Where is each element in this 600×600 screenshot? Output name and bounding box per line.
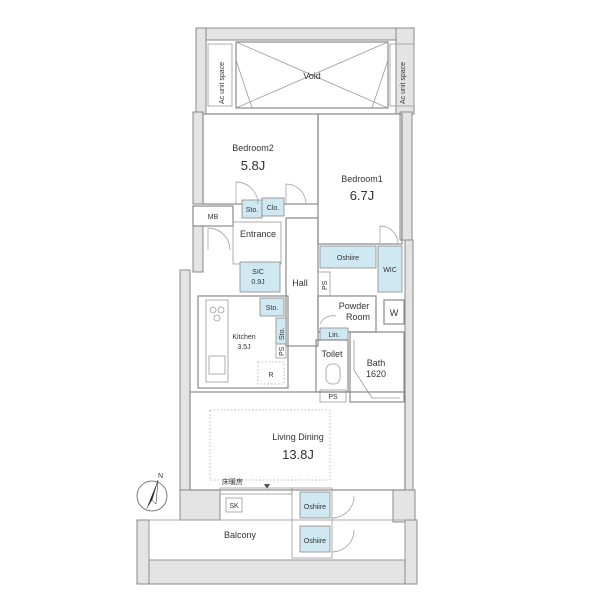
ps-bath-label: PS: [328, 394, 338, 401]
ps-hall: PS: [317, 271, 331, 297]
bedroom1-name: Bedroom1: [341, 174, 383, 184]
ac-unit-left: Ac unit space: [207, 43, 233, 107]
powder-line1: Powder: [339, 301, 370, 311]
sto-kitchen: Sto.: [259, 297, 285, 317]
sto-bedroom2-label: Sto.: [246, 207, 259, 214]
powder-line2: Room: [346, 312, 370, 322]
living-size: 13.8J: [282, 447, 314, 462]
outer-walls: [136, 27, 418, 585]
bath: Bath 1620: [349, 331, 405, 403]
powder-room: Powder Room: [317, 295, 377, 333]
refrigerator: R: [257, 361, 285, 385]
balcony: Balcony: [148, 519, 406, 561]
oshiire-top-label: Oshiire: [337, 255, 359, 262]
entry-arrow-icon: [264, 484, 270, 489]
washer: W: [383, 299, 405, 325]
bedroom2-size: 5.8J: [241, 158, 266, 173]
balcony-label: Balcony: [224, 530, 257, 540]
ac-left-label: Ac unit space: [219, 62, 226, 104]
toilet-label: Toilet: [321, 349, 343, 359]
compass-icon: N: [136, 473, 168, 512]
ac-right-label: Ac unit space: [400, 62, 407, 104]
ps-kitchen-label: PS: [279, 346, 286, 356]
mb-box: MB: [192, 205, 234, 227]
entrance: Entrance: [207, 221, 282, 265]
bath-size: 1620: [366, 369, 386, 379]
sto-vertical: Sto.: [275, 317, 287, 345]
mb-label: MB: [208, 214, 219, 221]
kitchen: Kitchen 3.5J: [197, 295, 289, 389]
oshiire-2-label: Oshiire: [304, 538, 326, 545]
compass-north-label: N: [158, 473, 163, 480]
oshiire-lower-2: Oshiire: [299, 525, 331, 553]
oshiire-lower-1: Oshiire: [299, 491, 331, 519]
toilet: Toilet: [315, 339, 349, 393]
sto-kitchen-label: Sto.: [266, 305, 279, 312]
oshiire-top: Oshiire: [319, 245, 377, 269]
bedroom1: Bedroom1 6.7J: [317, 113, 403, 245]
wic-label: WIC: [383, 267, 397, 274]
linen: Lin.: [319, 327, 349, 341]
closet-label: Clo.: [267, 205, 280, 212]
doors-lower: [331, 495, 355, 553]
sto-vertical-label: Sto.: [279, 327, 286, 340]
void-label: Void: [303, 71, 321, 81]
hall: Hall: [285, 217, 319, 347]
hall-label: Hall: [292, 278, 308, 288]
living-name: Living Dining: [272, 432, 324, 442]
closet: Clo.: [261, 197, 285, 217]
doors-bedrooms: [235, 181, 399, 245]
floor-heating-label: 床暖房: [222, 477, 243, 486]
ps-hall-label: PS: [322, 280, 329, 290]
bedroom2-name: Bedroom2: [232, 143, 274, 153]
oshiire-1-label: Oshiire: [304, 504, 326, 511]
ac-unit-right: Ac unit space: [389, 43, 415, 107]
fridge-label: R: [268, 372, 273, 379]
lin-label: Lin.: [328, 332, 339, 339]
sto-bedroom2: Sto.: [241, 199, 263, 219]
kitchen-name: Kitchen: [232, 334, 255, 341]
sk-label: SK: [229, 503, 239, 510]
slop-sink: SK: [225, 497, 243, 513]
walk-in-closet: WIC: [377, 245, 403, 293]
sic-name: SIC: [252, 269, 264, 276]
kitchen-size: 3.5J: [237, 344, 250, 351]
living-dining: Living Dining 13.8J 床暖房: [189, 391, 406, 491]
ps-kitchen: PS: [275, 343, 287, 359]
bedroom1-size: 6.7J: [350, 188, 375, 203]
window-frame: [219, 487, 333, 559]
ps-bath: PS: [319, 389, 347, 403]
entrance-label: Entrance: [240, 229, 276, 239]
void-area: Void: [235, 41, 389, 109]
sic-size: 0.9J: [251, 279, 264, 286]
shoes-in-closet: SIC 0.9J: [239, 261, 281, 293]
bath-name: Bath: [367, 358, 386, 368]
w-label: W: [390, 308, 399, 318]
